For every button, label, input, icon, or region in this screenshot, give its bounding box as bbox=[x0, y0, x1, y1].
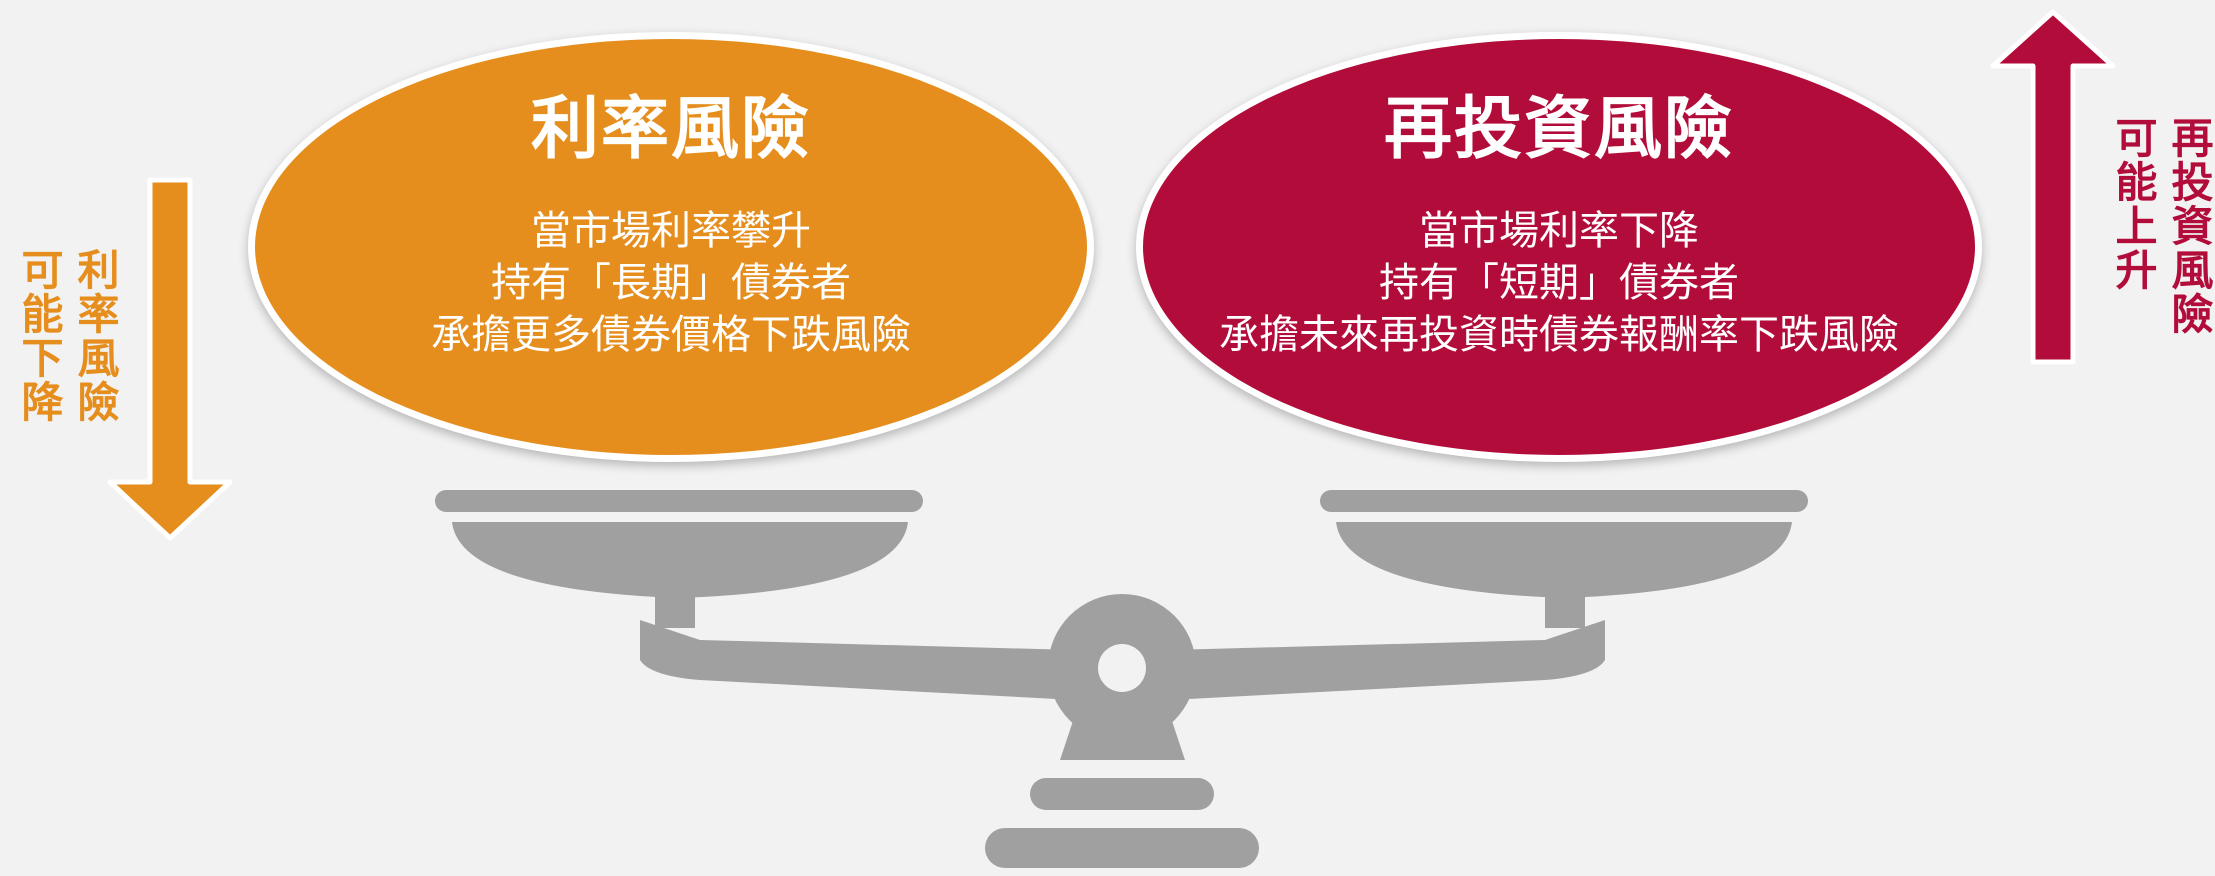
left-description: 當市場利率攀升 持有「長期」債券者 承擔更多債券價格下跌風險 bbox=[255, 205, 1087, 361]
arrow-down-icon bbox=[107, 177, 233, 541]
scale-base-bottom bbox=[985, 828, 1259, 868]
right-pan-stem bbox=[1545, 594, 1585, 628]
left-pan-bowl bbox=[452, 522, 908, 598]
right-line-1: 當市場利率下降 bbox=[1419, 208, 1699, 254]
left-pan-stem bbox=[655, 594, 695, 628]
arrow-up-icon bbox=[1990, 9, 2116, 365]
pivot-hole bbox=[1098, 644, 1146, 692]
left-pan-rim bbox=[435, 490, 923, 512]
left-side-label-trend: 可能下降 bbox=[15, 248, 64, 424]
right-pan-bowl bbox=[1336, 522, 1792, 598]
reinvestment-risk-bubble: 再投資風險 當市場利率下降 持有「短期」債券者 承擔未來再投資時債券報酬率下跌風… bbox=[1136, 32, 1982, 462]
right-line-3: 承擔未來再投資時債券報酬率下跌風險 bbox=[1219, 312, 1899, 358]
left-title: 利率風險 bbox=[530, 90, 811, 169]
beam-right-arm bbox=[1170, 620, 1605, 700]
interest-rate-risk-bubble: 利率風險 當市場利率攀升 持有「長期」債券者 承擔更多債券價格下跌風險 bbox=[248, 32, 1094, 462]
left-line-3: 承擔更多債券價格下跌風險 bbox=[431, 312, 911, 358]
right-line-2: 持有「短期」債券者 bbox=[1379, 260, 1739, 306]
right-description: 當市場利率下降 持有「短期」債券者 承擔未來再投資時債券報酬率下跌風險 bbox=[1143, 205, 1975, 361]
left-line-1: 當市場利率攀升 bbox=[531, 208, 811, 254]
beam-left-arm bbox=[640, 620, 1075, 700]
right-side-label-risk: 再投資風險 bbox=[2165, 116, 2214, 336]
scale-base-top bbox=[1030, 778, 1214, 810]
right-title: 再投資風險 bbox=[1383, 90, 1734, 169]
left-side-label-risk: 利率風險 bbox=[71, 248, 120, 424]
right-side-label-trend: 可能上升 bbox=[2109, 116, 2158, 292]
right-pan-rim bbox=[1320, 490, 1808, 512]
left-line-2: 持有「長期」債券者 bbox=[491, 260, 851, 306]
